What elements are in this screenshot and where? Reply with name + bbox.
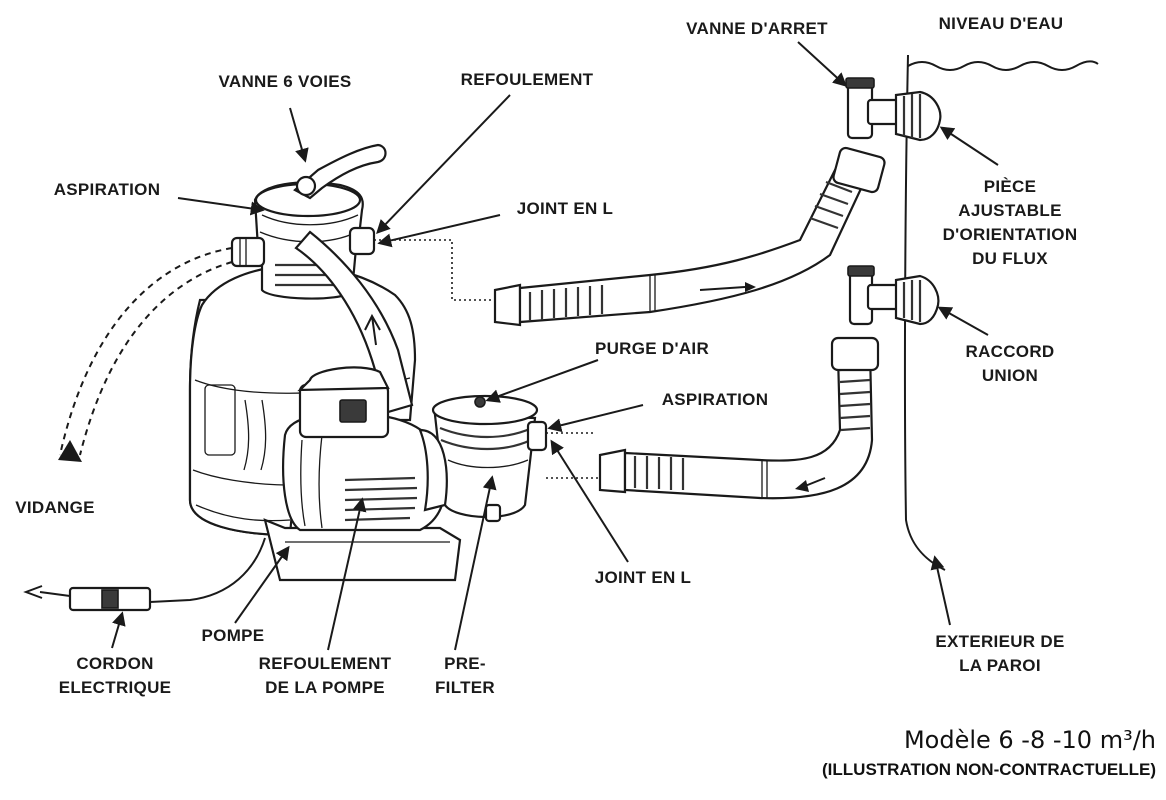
shut-off-valve	[845, 77, 900, 140]
valve-side-port-right	[348, 226, 376, 256]
label-text: VIDANGE	[15, 498, 95, 517]
label-text: REFOULEMENT	[258, 654, 392, 673]
label-text: PRE-	[444, 654, 486, 673]
pool-wall	[903, 54, 946, 571]
label-piece-ajustable: PIÈCE AJUSTABLE D'ORIENTATION DU FLUX	[925, 175, 1095, 271]
label-text: AJUSTABLE	[958, 201, 1062, 220]
label-text: VANNE 6 VOIES	[218, 72, 352, 91]
valve-side-port-left	[230, 236, 266, 268]
label-pre-filter: PRE- FILTER	[420, 652, 510, 700]
label-vanne-6-voies: VANNE 6 VOIES	[190, 70, 380, 94]
drain-flow-arrow	[58, 247, 233, 462]
label-text: D'ORIENTATION	[942, 225, 1078, 244]
label-text: RACCORD	[965, 342, 1055, 361]
label-exterieur-paroi: EXTERIEUR DE LA PAROI	[915, 630, 1085, 678]
label-text: JOINT EN L	[594, 568, 692, 587]
adjustable-flow-fitting	[894, 90, 942, 142]
label-pompe: POMPE	[188, 624, 278, 648]
label-text: ASPIRATION	[661, 390, 769, 409]
pump-motor	[282, 373, 447, 532]
label-text: POMPE	[201, 626, 265, 645]
label-text: LA PAROI	[959, 656, 1041, 675]
label-joint-en-l-top: JOINT EN L	[500, 197, 630, 221]
pump-to-prefilter-coupling	[418, 428, 448, 512]
water-level-line	[907, 60, 1099, 71]
leader-arrows	[111, 41, 999, 651]
valve-to-pump-hose	[294, 230, 414, 414]
label-text: EXTERIEUR DE	[935, 632, 1065, 651]
label-refoulement: REFOULEMENT	[432, 68, 622, 92]
six-way-valve	[253, 143, 387, 300]
label-raccord-union: RACCORD UNION	[950, 340, 1070, 388]
label-text: NIVEAU D'EAU	[938, 14, 1064, 33]
label-text: VANNE D'ARRET	[686, 19, 828, 38]
upper-connection-dotted-line	[374, 239, 495, 301]
label-text: PURGE D'AIR	[594, 339, 710, 358]
label-aspiration-valve: ASPIRATION	[32, 178, 182, 202]
label-purge-air: PURGE D'AIR	[572, 337, 732, 361]
lower-connection-dotted-line	[546, 432, 598, 479]
return-hose	[493, 146, 886, 327]
label-text: DE LA POMPE	[265, 678, 385, 697]
label-vanne-arret: VANNE D'ARRET	[662, 17, 852, 41]
power-cord	[23, 537, 266, 612]
label-joint-en-l-bottom: JOINT EN L	[578, 566, 708, 590]
label-text: CORDON	[76, 654, 154, 673]
model-title: Modèle 6 -8 -10 m³/h	[903, 726, 1156, 754]
pump-base	[263, 518, 462, 582]
label-text: ASPIRATION	[53, 180, 161, 199]
pump-motor-housing-top	[297, 366, 390, 392]
pre-filter-housing	[431, 394, 548, 523]
label-cordon-electrique: CORDON ELECTRIQUE	[40, 652, 190, 700]
label-vidange: VIDANGE	[0, 496, 110, 520]
label-text: FILTER	[434, 678, 496, 697]
model-disclaimer: (ILLUSTRATION NON-CONTRACTUELLE)	[822, 760, 1156, 779]
label-aspiration-prefilter: ASPIRATION	[640, 388, 790, 412]
label-niveau-eau: NIVEAU D'EAU	[916, 12, 1086, 36]
label-text: DU FLUX	[972, 249, 1048, 268]
label-text: UNION	[981, 366, 1039, 385]
label-text: ELECTRIQUE	[58, 678, 172, 697]
suction-hose	[598, 336, 880, 500]
label-text: PIÈCE	[983, 177, 1037, 196]
label-text: JOINT EN L	[516, 199, 614, 218]
union-fitting	[847, 265, 940, 326]
label-refoulement-pompe: REFOULEMENT DE LA POMPE	[240, 652, 410, 700]
label-text: REFOULEMENT	[460, 70, 594, 89]
